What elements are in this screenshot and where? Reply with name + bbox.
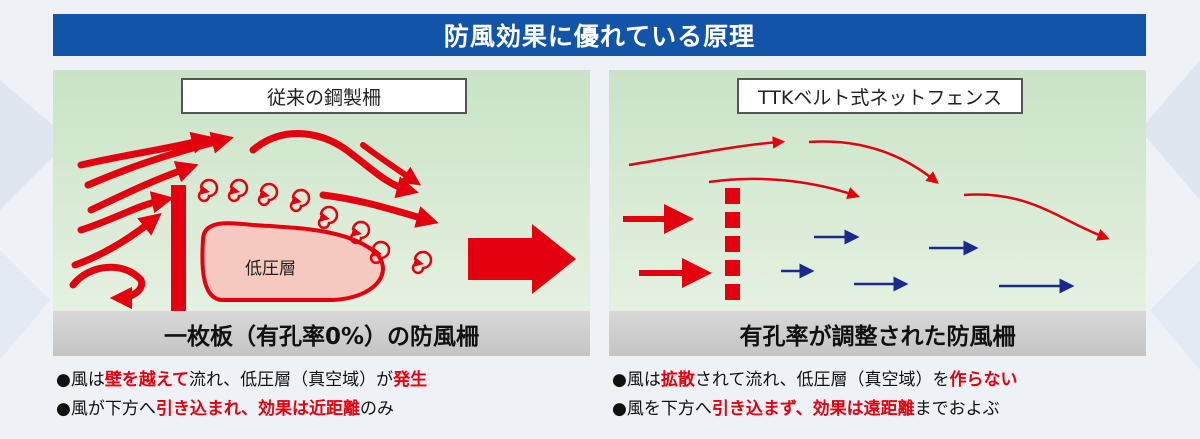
note-line: ●風が下方へ引き込まれ、効果は近距離のみ — [56, 395, 427, 424]
note-text: 流れ、低圧層（真空域）が — [189, 370, 394, 390]
ttk-fence-caption: 有孔率が調整された防風柵 — [609, 311, 1146, 356]
red-wind-arrow — [808, 140, 939, 184]
vortex-icon — [369, 240, 391, 265]
low-pressure-label: 低圧層 — [245, 259, 296, 279]
note-highlight: 拡散 — [660, 370, 695, 390]
big-red-arrow — [468, 224, 576, 294]
vortex-icon — [317, 205, 339, 230]
note-highlight: 作らない — [949, 370, 1018, 390]
perforated-fence-icon — [725, 188, 740, 300]
solid-fence-icon — [171, 185, 186, 313]
note-line: ●風は壁を越えて流れ、低圧層（真空域）が発生 — [56, 366, 427, 395]
vortex-icon — [257, 182, 279, 207]
ttk-fence-diagram — [623, 136, 1110, 300]
note-line: ●風は拡散されて流れ、低圧層（真空域）を作らない — [612, 366, 1018, 395]
conventional-fence-label: 従来の鋼製柵 — [181, 78, 467, 114]
ttk-fence-label: TTKベルト式ネットフェンス — [737, 78, 1023, 114]
note-highlight: 引き込まれ、効果は近距離 — [155, 399, 361, 419]
red-wind-arrow — [77, 131, 214, 169]
red-wind-arrow — [708, 177, 860, 199]
ttk-fence-notes: ●風は拡散されて流れ、低圧層（真空域）を作らない ●風を下方へ引き込まず、効果は… — [612, 366, 1018, 424]
note-text: されて流れ、低圧層（真空域）を — [694, 370, 950, 390]
vortex-icon — [197, 178, 219, 203]
panel-conventional-fence: 従来の鋼製柵 低圧層 一枚板（有孔率0%）の防風柵 — [53, 70, 590, 356]
conventional-fence-diagram — [69, 130, 439, 313]
red-wind-arrow — [69, 263, 146, 310]
conventional-fence-caption: 一枚板（有孔率0%）の防風柵 — [53, 311, 590, 356]
note-text: ●風が下方へ — [56, 399, 156, 419]
note-line: ●風を下方へ引き込まず、効果は遠距離までおよぶ — [612, 395, 1018, 424]
red-wind-arrow — [319, 191, 439, 228]
red-wind-arrow — [628, 136, 786, 167]
red-wind-arrow — [84, 131, 234, 189]
note-text: ●風を下方へ — [612, 399, 712, 419]
note-highlight: 壁を越えて — [104, 370, 189, 390]
red-wind-arrow — [77, 191, 174, 234]
vortex-icon — [411, 250, 433, 275]
note-highlight: 引き込まず、効果は遠距離 — [711, 399, 915, 419]
vortex-icon — [349, 220, 371, 245]
red-wind-arrow — [87, 161, 199, 214]
vortex-icon — [227, 178, 249, 203]
red-wind-arrow — [360, 142, 421, 186]
page-title: 防風効果に優れている原理 — [53, 14, 1146, 56]
vortex-icon — [289, 188, 311, 213]
note-text: ●風は — [56, 370, 105, 390]
note-highlight: 発生 — [393, 370, 428, 390]
red-wind-arrow — [71, 213, 162, 269]
panel-ttk-net-fence: TTKベルト式ネットフェンス 有孔率が調整された防風柵 — [609, 70, 1146, 356]
note-text: ●風は — [612, 370, 661, 390]
note-text: までおよぶ — [914, 399, 1000, 419]
red-wind-arrow — [249, 130, 419, 199]
note-text: のみ — [360, 399, 395, 419]
conventional-fence-notes: ●風は壁を越えて流れ、低圧層（真空域）が発生 ●風が下方へ引き込まれ、効果は近距… — [56, 366, 427, 424]
red-wind-arrow — [963, 193, 1110, 241]
